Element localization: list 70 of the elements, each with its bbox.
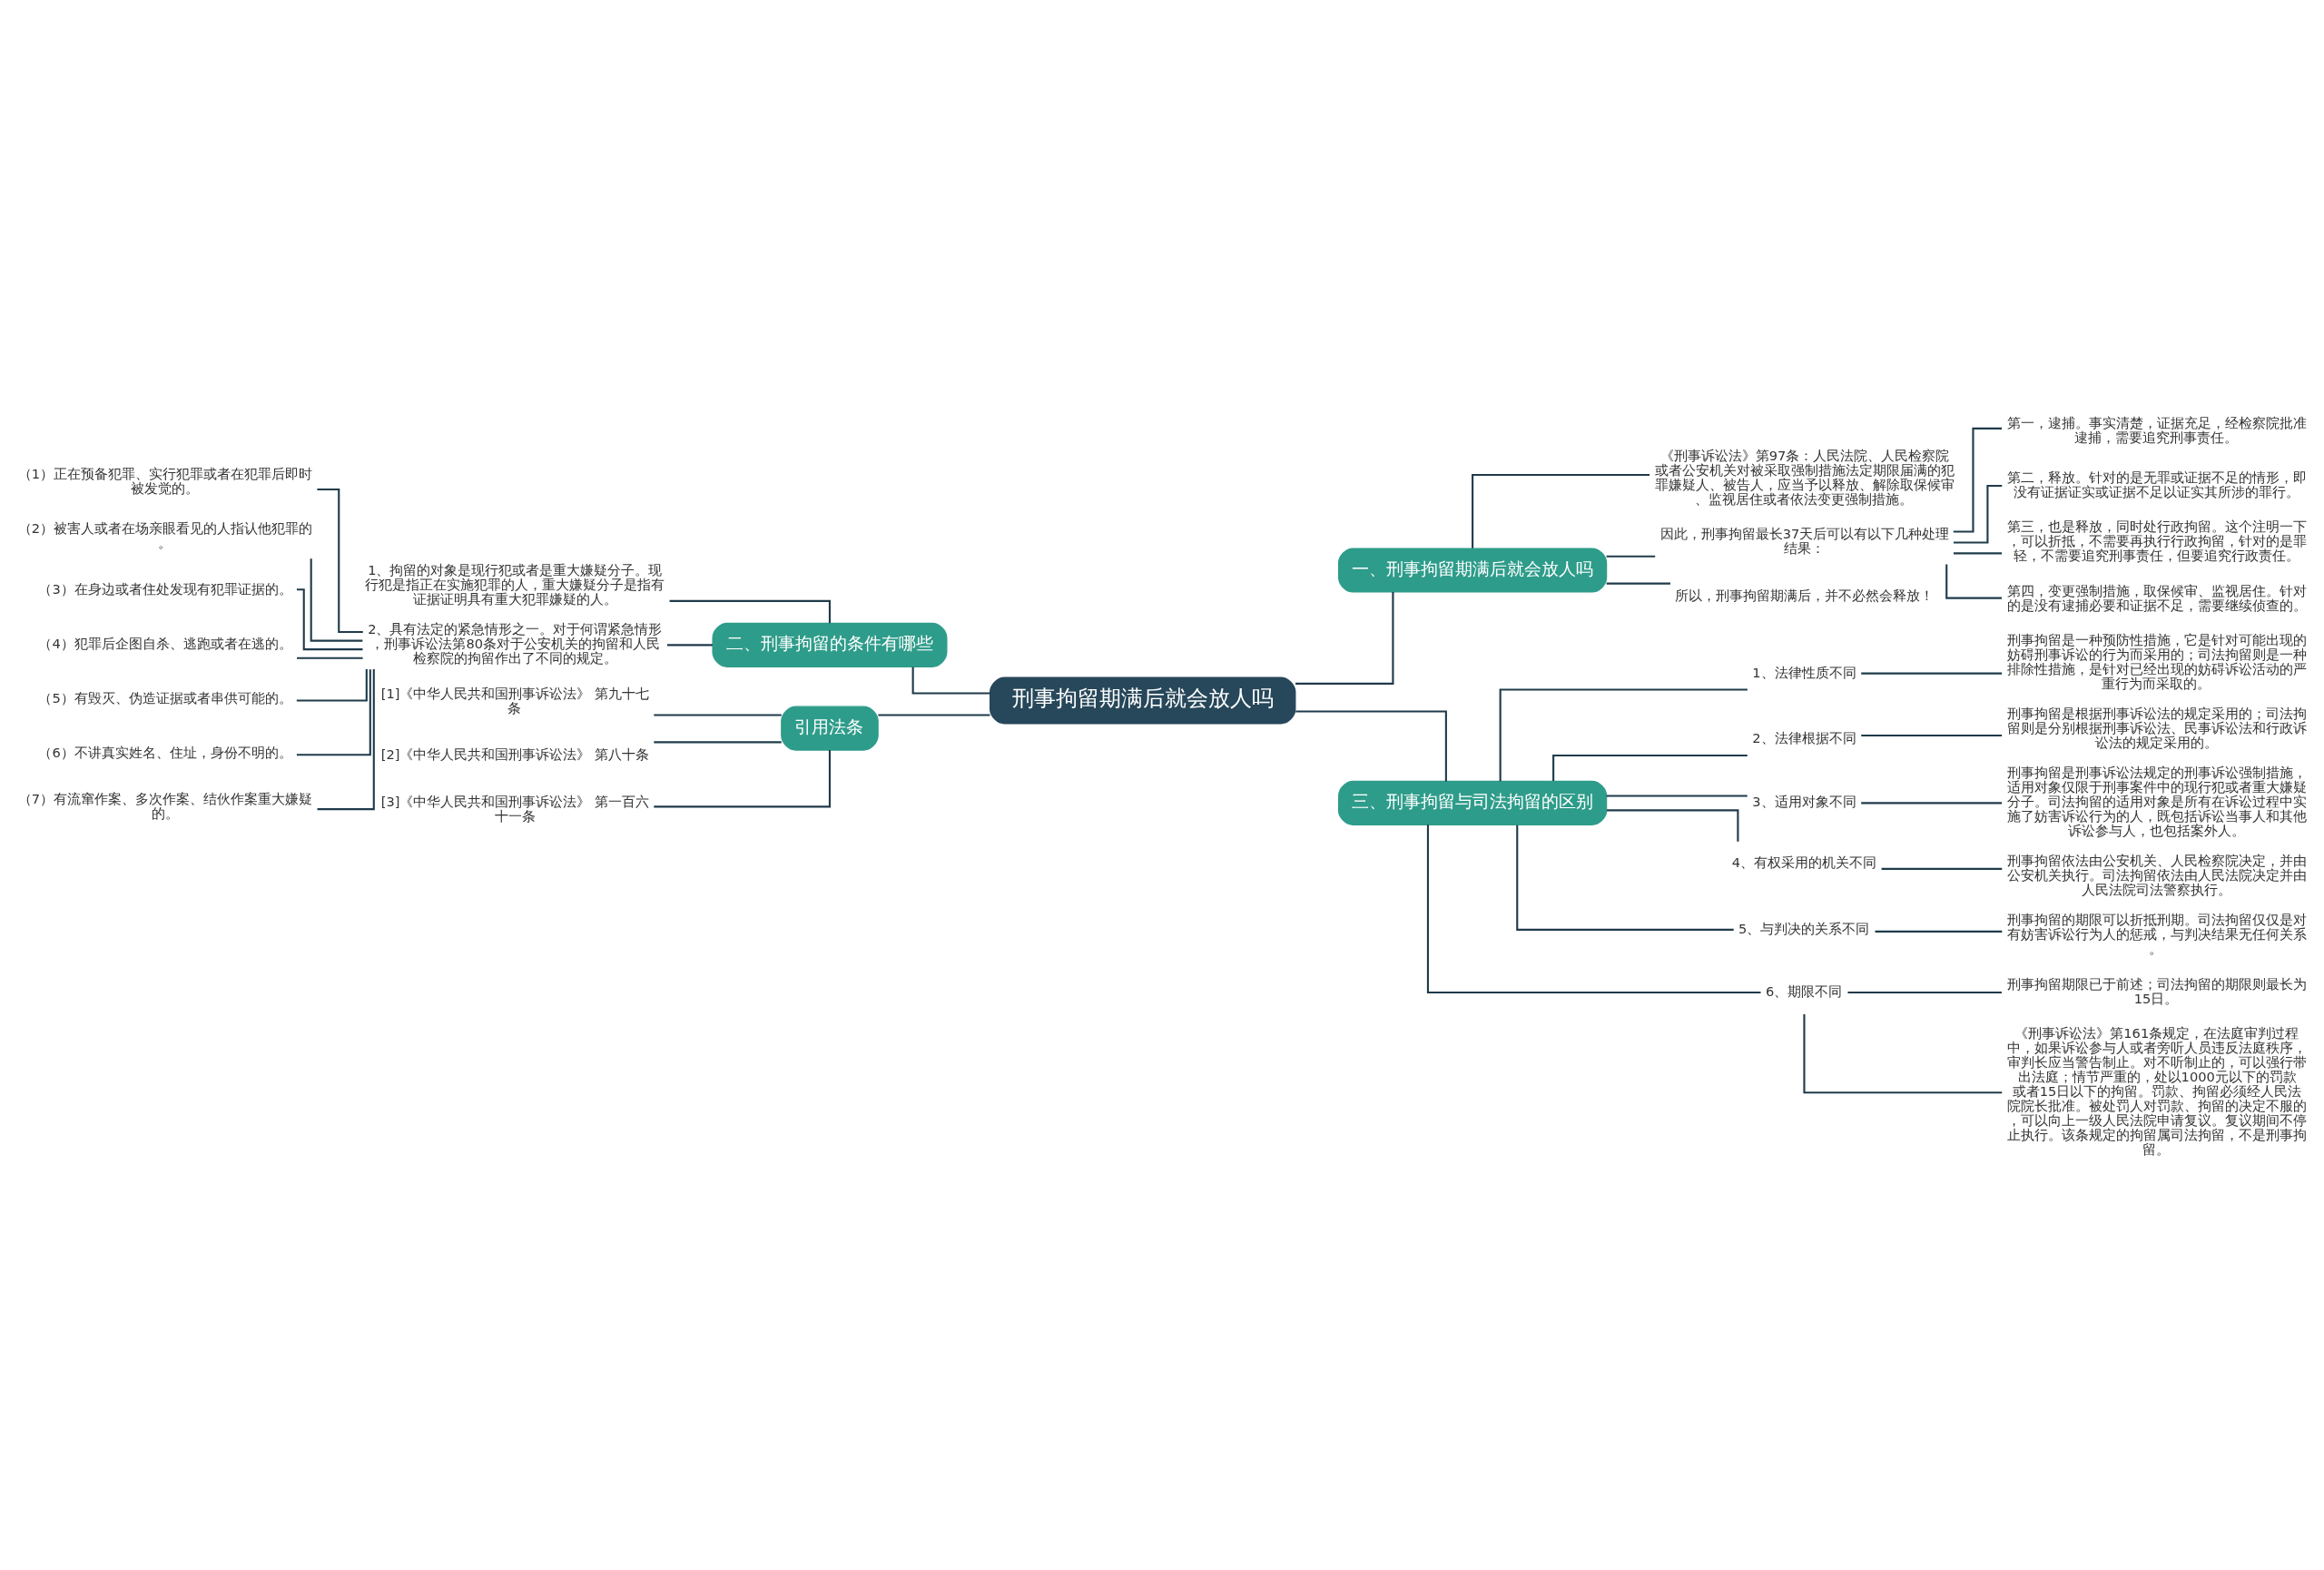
connector <box>1875 930 2003 933</box>
connector <box>297 657 363 659</box>
node-text: 5、与判决的关系不同 <box>1738 920 1870 936</box>
node-text: 1、拘留的对象是现行犯或者是重大嫌疑分子。现行犯是指正在实施犯罪的人，重大嫌疑分子是指有证据证明具有重大犯罪嫌疑的人。 <box>365 562 665 607</box>
connector <box>1861 734 2003 737</box>
connector <box>1803 1013 2003 1094</box>
connector <box>669 599 832 624</box>
connector <box>911 667 990 695</box>
connector <box>1499 688 1748 782</box>
connector <box>1606 795 1748 797</box>
node-text: 刑事拘留是刑事诉讼法规定的刑事诉讼强制措施，适用对象仅限于刑事案件中的现行犯或者重大嫌疑分子。司法拘留的适用对象是所有在诉讼过程中实施了妨害诉讼行为的人，既包括诉讼当事人和其他诉讼参与人，也包括案外人。 <box>2006 765 2307 839</box>
connector <box>1426 824 1761 994</box>
node-text: （3）在身边或者住处发现有犯罪证据的。 <box>38 581 292 597</box>
node-text: 4、有权采用的机关不同 <box>1731 854 1877 870</box>
connector <box>1295 592 1394 685</box>
connector <box>310 558 363 642</box>
node-text: 第二，释放。针对的是无罪或证据不足的情形，即没有证据证实或证据不足以证实其所涉的罪行。 <box>2006 469 2307 499</box>
node-text: 因此，刑事拘留最长37天后可以有以下几种处理结果： <box>1659 526 1950 557</box>
node-text: （6）不讲真实姓名、住址，身份不明的。 <box>38 744 292 760</box>
node-text: 所以，刑事拘留期满后，并不必然会释放！ <box>1675 587 1935 603</box>
node-text: 刑事拘留是一种预防性措施，它是针对可能出现的妨碍刑事诉讼的行为而采用的；司法拘留则是一种排除性措施，是针对已经出现的妨碍诉讼活动的严重行为而采取的。 <box>2006 632 2307 691</box>
connector <box>1606 555 1656 558</box>
connector <box>1954 552 2003 555</box>
node-text: 第三，也是释放，同时处行政拘留。这个注明一下，可以折抵，不需要再执行行政拘留，针对的是罪轻，不需要追究刑事责任，但要追究行政责任。 <box>2006 518 2307 564</box>
node-text: （2）被害人或者在场亲眼看见的人指认他犯罪的。 <box>17 519 313 550</box>
node-text: 《刑事诉讼法》第161条规定，在法庭审判过程中，如果诉讼参与人或者旁听人员违反法庭秩序，审判长应当警告制止。对不听制止的，可以强行带出法庭；情节严重的，处以1000元以下的罚款或者15日以下的拘留。罚款、拘留必须经人民法院院长批准。被处罚人对罚款、拘留的决定不服的，可以向上一级人民法院申请复议。复议期间不停止执行。该条规定的拘留属司法拘留，不是刑事拘留。 <box>2006 1025 2307 1157</box>
connector <box>654 750 832 808</box>
connector <box>296 669 368 702</box>
connector <box>878 714 990 716</box>
node-box: 引用法条 <box>781 706 879 751</box>
node-text: （5）有毁灭、伪造证据或者串供可能的。 <box>38 689 292 706</box>
connector <box>667 644 713 647</box>
connector <box>317 669 375 811</box>
connector <box>1861 672 2003 675</box>
node-text: 刑事拘留的期限可以折抵刑期。司法拘留仅仅是对有妨害诉讼行为人的惩戒，与判决结果无任何关系。 <box>2006 912 2307 957</box>
connector <box>1945 564 2002 599</box>
node-text: 刑事拘留期限已于前述；司法拘留的期限则最长为15日。 <box>2006 975 2307 1006</box>
node-text: [2]《中华人民共和国刑事诉讼法》 第八十条 <box>380 746 650 763</box>
node-text: [1]《中华人民共和国刑事诉讼法》 第九十七条 <box>380 685 650 716</box>
connector <box>1295 710 1447 782</box>
node-text: 2、具有法定的紧急情形之一。对于何谓紧急情形，刑事诉讼法第80条对于公安机关的拘留和人民检察院的拘留作出了不同的规定。 <box>368 621 663 667</box>
connector <box>1606 809 1739 842</box>
node-box: 一、刑事拘留期满后就会放人吗 <box>1337 548 1608 593</box>
node-text: 第一，逮捕。事实清楚，证据充足，经检察院批准逮捕，需要追究刑事责任。 <box>2006 414 2307 445</box>
connector <box>1472 474 1650 548</box>
node-text: 刑事拘留是根据刑事诉讼法的规定采用的；司法拘留则是分别根据刑事诉讼法、民事诉讼法和行政诉讼法的规定采用的。 <box>2006 706 2307 751</box>
connector <box>654 741 782 744</box>
node-text: 6、期限不同 <box>1765 982 1843 999</box>
connector <box>1861 802 2003 805</box>
node-box: 三、刑事拘留与司法拘留的区别 <box>1337 780 1608 825</box>
node-text: 第四，变更强制措施，取保候审、监视居住。针对的是没有逮捕必要和证据不足，需要继续侦查的。 <box>2006 582 2307 613</box>
node-text: （1）正在预备犯罪、实行犯罪或者在犯罪后即时被发觉的。 <box>17 465 313 496</box>
node-box: 二、刑事拘留的条件有哪些 <box>712 622 948 667</box>
node-text: 3、适用对象不同 <box>1752 794 1856 810</box>
node-text: 2、法律根据不同 <box>1752 729 1856 746</box>
connector <box>1516 824 1734 931</box>
connector <box>1847 991 2002 994</box>
node-text: （4）犯罪后企图自杀、逃跑或者在逃的。 <box>38 636 292 652</box>
node-text: 《刑事诉讼法》第97条：人民法院、人民检察院或者公安机关对被采取强制措施法定期限届满的犯罪嫌疑人、被告人，应当予以释放、解除取保候审、监视居住或者依法变更强制措施。 <box>1654 447 1955 507</box>
connector <box>296 669 371 756</box>
node-text: [3]《中华人民共和国刑事诉讼法》 第一百六十一条 <box>380 794 650 824</box>
connector <box>1881 867 2003 870</box>
connector <box>654 714 782 716</box>
connector <box>1953 484 2003 544</box>
node-text: 1、法律性质不同 <box>1752 664 1856 680</box>
connector <box>296 588 363 651</box>
node-box: 刑事拘留期满后就会放人吗 <box>990 676 1296 725</box>
node-text: 刑事拘留依法由公安机关、人民检察院决定，并由公安机关执行。司法拘留依法由人民法院决定并由人民法院司法警察执行。 <box>2006 853 2307 898</box>
node-text: （7）有流窜作案、多次作案、结伙作案重大嫌疑的。 <box>17 791 313 822</box>
connector <box>1606 582 1670 585</box>
